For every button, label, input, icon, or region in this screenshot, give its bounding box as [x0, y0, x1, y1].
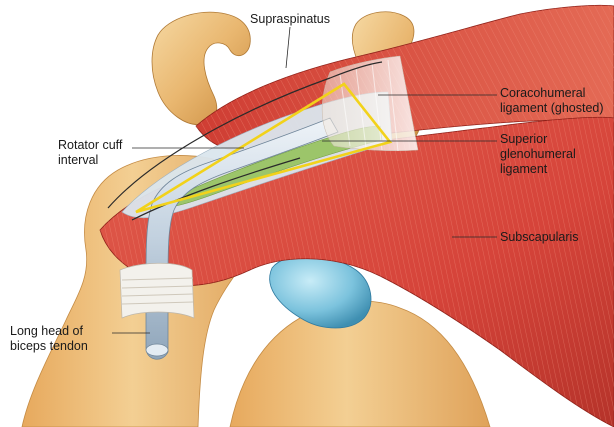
- label-coracohumeral-line1: Coracohumeral: [500, 86, 585, 100]
- label-superior-line3: ligament: [500, 162, 548, 176]
- coracohumeral-ligament: [321, 55, 419, 152]
- leader-supraspinatus: [285, 26, 291, 69]
- label-biceps-line2: biceps tendon: [10, 339, 88, 353]
- label-rotator-cuff-line1: Rotator cuff: [58, 138, 123, 152]
- label-biceps-line1: Long head of: [10, 324, 84, 338]
- interval-outline-curves: [107, 61, 383, 221]
- label-superior-line1: Superior: [500, 132, 547, 146]
- label-supraspinatus: Supraspinatus: [250, 12, 330, 26]
- biceps-tendon: [145, 117, 339, 360]
- label-subscapularis: Subscapularis: [500, 230, 579, 244]
- scapula-upper-bone: [151, 11, 251, 126]
- label-coracohumeral-line2: ligament (ghosted): [500, 101, 604, 115]
- labels: Supraspinatus Coracohumeral ligament (gh…: [10, 12, 604, 353]
- transverse-ligament: [119, 262, 195, 319]
- label-superior-line2: glenohumeral: [500, 147, 576, 161]
- label-rotator-cuff-line2: interval: [58, 153, 98, 167]
- leader-lines: [112, 26, 497, 334]
